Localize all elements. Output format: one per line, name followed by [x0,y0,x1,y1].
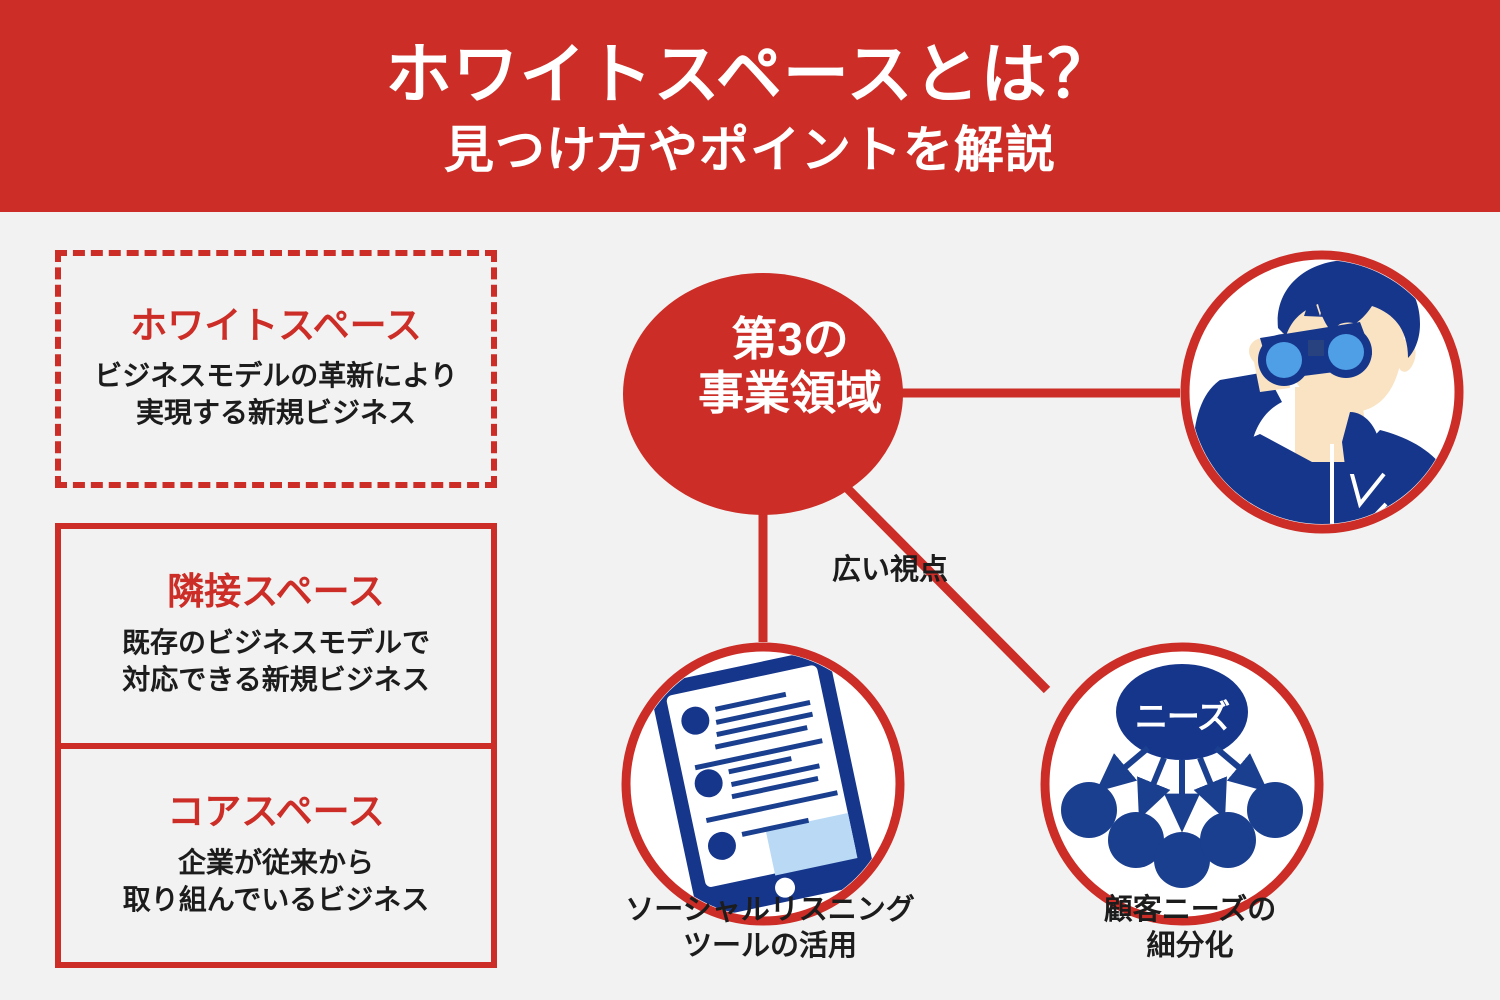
node-wide-perspective [1180,250,1464,534]
needs-ellipse [1116,664,1248,760]
diagram-area: 第3の 事業領域 広い視点 ソーシャルリスニング ツールの活用 顧客ニーズの 細… [560,212,1500,1000]
needs-segment-circles [1061,782,1303,888]
node-customer-needs [1040,642,1324,926]
panel-adjacent-space-body: 既存のビジネスモデルで 対応できる新規ビジネス [121,627,430,696]
node-social-listening [621,642,905,926]
tablet-list-icon [652,652,874,916]
needs-ellipse-label: ニーズ [1134,698,1230,735]
panel-adjacent-space: 隣接スペース 既存のビジネスモデルで 対応できる新規ビジネス [61,529,491,749]
panel-core-space-title: コアスペース [167,790,385,832]
center-node-ellipse [623,273,903,515]
node-label-wide-perspective: 広い視点 [831,554,948,586]
panel-core-space-body: 企業が従来から 取り組んでいるビジネス [122,846,430,915]
header-banner: ホワイトスペースとは？ 見つけ方やポイントを解説 [0,0,1500,212]
panel-core-space: コアスペース 企業が従来から 取り組んでいるビジネス [61,749,491,963]
connector-center-to-customer-needs [839,480,1051,694]
panel-white-space-body: ビジネスモデルの革新により 実現する新規ビジネス [94,360,458,429]
node-label-social-listening: ソーシャルリスニング ツールの活用 [625,894,915,963]
panel-white-space-title: ホワイトスペース [130,304,422,346]
needs-breakdown-icon [1061,664,1303,888]
panel-adjacent-space-title: 隣接スペース [167,571,385,613]
diagram-graphics [621,250,1464,926]
node-label-customer-needs: 顧客ニーズの 細分化 [1103,894,1277,963]
page-subtitle: 見つけ方やポイントを解説 [444,122,1056,179]
panel-white-space: ホワイトスペース ビジネスモデルの革新により 実現する新規ビジネス [55,250,497,488]
panel-group-existing-spaces: 隣接スペース 既存のビジネスモデルで 対応できる新規ビジネス コアスペース 企業… [55,523,497,968]
page-title: ホワイトスペースとは？ [385,36,1115,111]
